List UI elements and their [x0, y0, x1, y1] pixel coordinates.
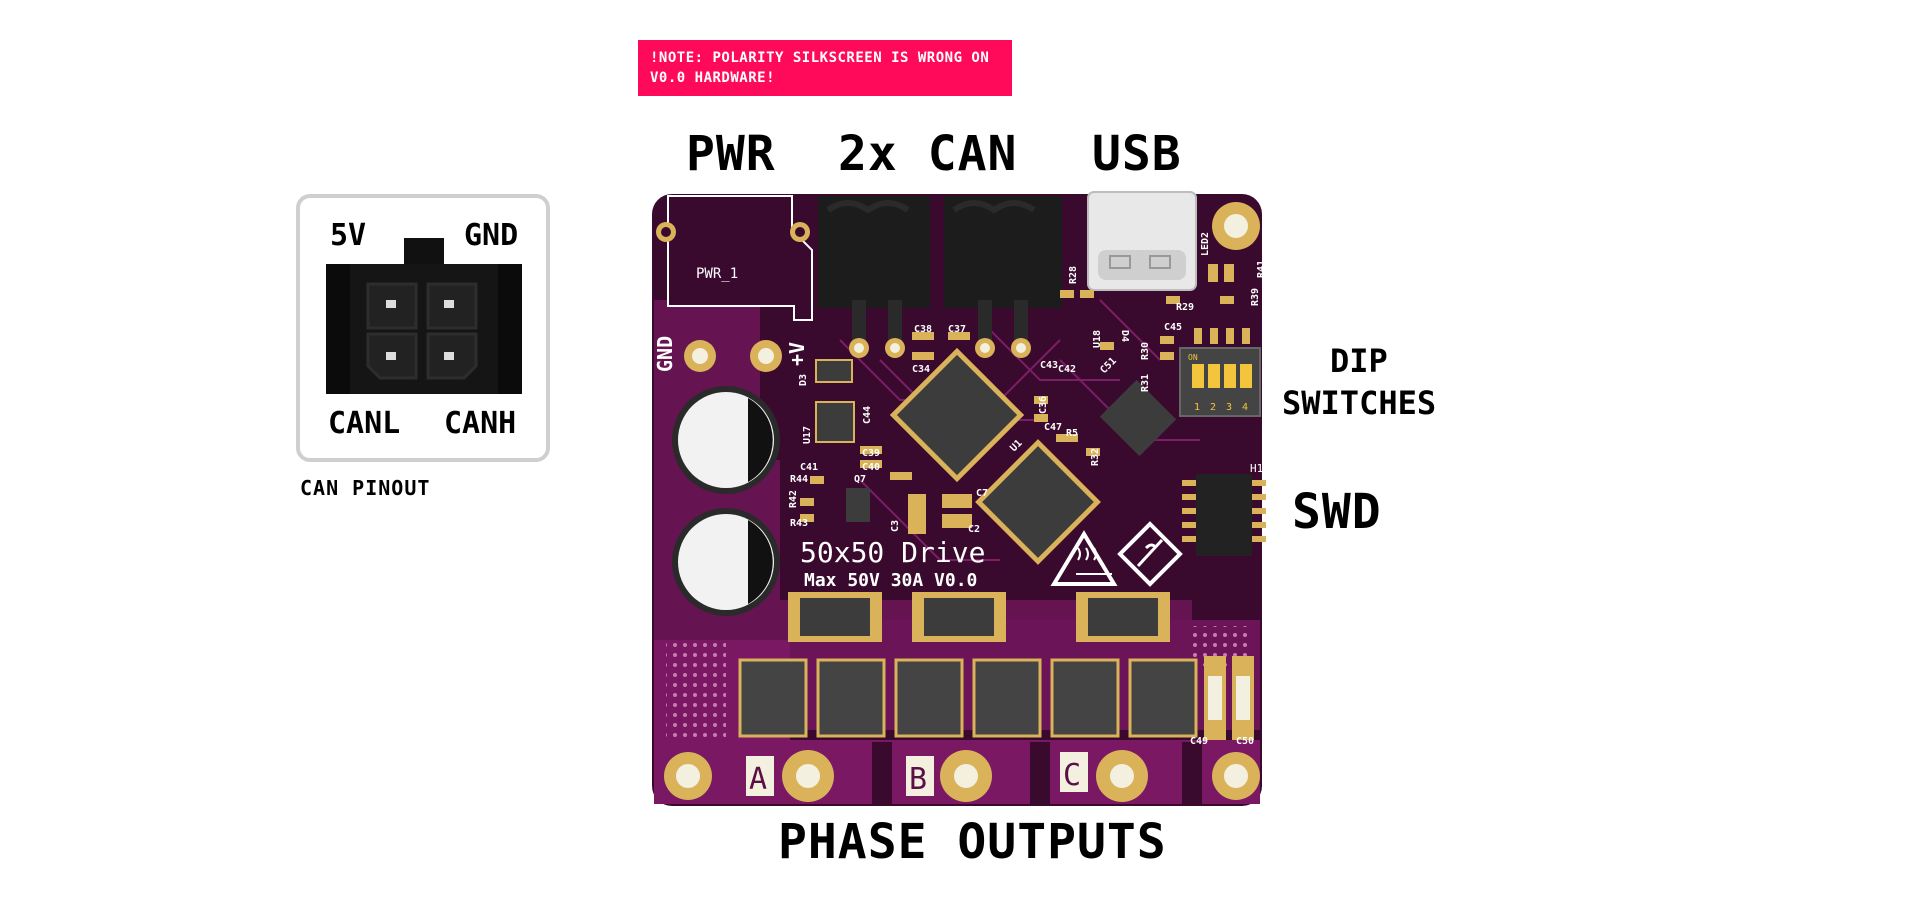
- dip-label-line2: SWITCHES: [1282, 384, 1437, 422]
- svg-text:3: 3: [1226, 402, 1232, 413]
- svg-text:R42: R42: [788, 490, 799, 508]
- mosfet-2: [816, 658, 886, 738]
- svg-text:C34: C34: [912, 364, 930, 375]
- can-label: 2x CAN: [838, 126, 1018, 182]
- phase-outputs-label: PHASE OUTPUTS: [778, 814, 1167, 870]
- can-pinout-diagram: 5V GND CANL CANH: [296, 194, 550, 462]
- swd-label: SWD: [1292, 484, 1382, 540]
- svg-text:R39: R39: [1250, 288, 1261, 306]
- pin-5v-label: 5V: [330, 218, 367, 253]
- can-connector-1: [818, 196, 930, 308]
- svg-text:R5: R5: [1066, 428, 1078, 439]
- mosfet-5: [1050, 658, 1120, 738]
- mosfet-6: [1128, 658, 1198, 738]
- can-pinout-caption: CAN PINOUT: [300, 476, 431, 500]
- swd-header: [1196, 474, 1252, 556]
- usb-label: USB: [1092, 126, 1182, 182]
- svg-text:R31: R31: [1140, 374, 1151, 392]
- mcu-chip: [889, 347, 1025, 483]
- svg-text:1: 1: [1194, 402, 1200, 413]
- svg-text:Q7: Q7: [854, 474, 866, 485]
- dip-label-line1: DIP: [1330, 342, 1388, 380]
- sensor-chip: [1099, 379, 1177, 457]
- svg-text:C38: C38: [914, 324, 932, 335]
- gate-driver-chip: [975, 439, 1101, 565]
- bulk-capacitor-1: [672, 386, 780, 494]
- mosfet-3: [894, 658, 964, 738]
- svg-text:R32: R32: [1090, 448, 1101, 466]
- esd-warning-icon: [1117, 521, 1183, 587]
- phase-a-silk: A: [749, 762, 767, 797]
- svg-text:D4: D4: [1119, 330, 1130, 342]
- svg-text:ON: ON: [1188, 353, 1198, 362]
- svg-text:R29: R29: [1176, 302, 1194, 313]
- svg-text:C47: C47: [1044, 422, 1062, 433]
- can-connector-graphic: [326, 238, 522, 394]
- mosfet-1: [738, 658, 808, 738]
- bulk-capacitor-2: [672, 508, 780, 616]
- svg-text:D3: D3: [798, 374, 809, 386]
- svg-text:C49: C49: [1190, 736, 1208, 747]
- board-subtitle-silk: Max 50V 30A V0.0: [804, 570, 977, 591]
- phase-a-pad: [782, 750, 834, 802]
- svg-text:2: 2: [1210, 402, 1216, 413]
- hot-surface-warning-icon: [1050, 530, 1118, 586]
- note-text: !NOTE: POLARITY SILKSCREEN IS WRONG ON V…: [650, 50, 990, 86]
- svg-text:4: 4: [1242, 402, 1248, 413]
- phase-c-silk: C: [1063, 758, 1081, 793]
- phase-b-pad: [940, 750, 992, 802]
- svg-text:C45: C45: [1164, 322, 1182, 333]
- svg-text:C41: C41: [800, 462, 818, 473]
- mosfet-4: [972, 658, 1042, 738]
- svg-text:C2: C2: [968, 524, 980, 535]
- svg-text:R28: R28: [1068, 266, 1079, 284]
- svg-text:C50: C50: [1236, 736, 1254, 747]
- svg-text:R44: R44: [790, 474, 808, 485]
- pwr-connector: [667, 195, 813, 321]
- svg-text:C42: C42: [1058, 364, 1076, 375]
- plus-v-silk: +V: [785, 342, 809, 366]
- svg-text:U18: U18: [1092, 330, 1103, 348]
- can-connector-2: [944, 196, 1062, 308]
- svg-text:R30: R30: [1140, 342, 1151, 360]
- svg-text:C7: C7: [976, 488, 988, 499]
- board-title-silk: 50x50 Drive: [800, 536, 985, 569]
- shunt-resistor-c: [1076, 592, 1170, 642]
- svg-text:R43: R43: [790, 518, 808, 529]
- svg-text:H1: H1: [1250, 462, 1263, 475]
- svg-text:C37: C37: [948, 324, 966, 335]
- svg-text:C39: C39: [862, 448, 880, 459]
- svg-text:LED2: LED2: [1200, 232, 1211, 256]
- shunt-resistor-a: [788, 592, 882, 642]
- pin-gnd-label: GND: [464, 218, 519, 253]
- phase-c-pad: [1096, 750, 1148, 802]
- svg-text:U17: U17: [802, 426, 813, 444]
- shunt-resistor-b: [912, 592, 1006, 642]
- svg-text:C43: C43: [1040, 360, 1058, 371]
- pin-canh-label: CANH: [444, 406, 517, 441]
- svg-text:C36: C36: [1038, 396, 1049, 414]
- pwr1-silk: PWR_1: [696, 266, 738, 282]
- phase-b-silk: B: [909, 762, 927, 797]
- svg-text:R41: R41: [1256, 260, 1267, 278]
- svg-text:C44: C44: [862, 406, 873, 424]
- gnd-silk: GND: [653, 336, 677, 372]
- pwr-label: PWR: [686, 126, 776, 182]
- svg-text:C40: C40: [862, 462, 880, 473]
- svg-text:C3: C3: [890, 520, 901, 532]
- polarity-warning-note: !NOTE: POLARITY SILKSCREEN IS WRONG ON V…: [638, 40, 1012, 96]
- pin-canl-label: CANL: [328, 406, 401, 441]
- buck-regulator: [815, 401, 855, 443]
